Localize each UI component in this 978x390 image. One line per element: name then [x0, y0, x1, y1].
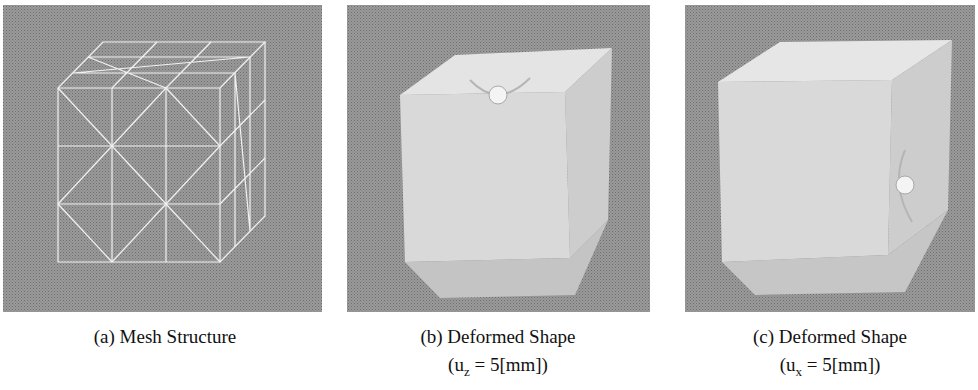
panel-caption: (ux = 5[mm]) — [780, 354, 881, 379]
deformed-cube — [400, 48, 612, 298]
panel-caption: (a) Mesh Structure — [94, 326, 236, 349]
panel-ground — [3, 5, 322, 312]
panel-ground — [347, 5, 650, 312]
mesh-cube — [58, 42, 265, 262]
panel-caption: (b) Deformed Shape — [420, 326, 575, 349]
deformed-cube — [718, 40, 952, 295]
panel-ground — [685, 5, 975, 312]
panel-caption: (uz = 5[mm]) — [448, 354, 548, 379]
panel-caption: (c) Deformed Shape — [753, 326, 907, 349]
